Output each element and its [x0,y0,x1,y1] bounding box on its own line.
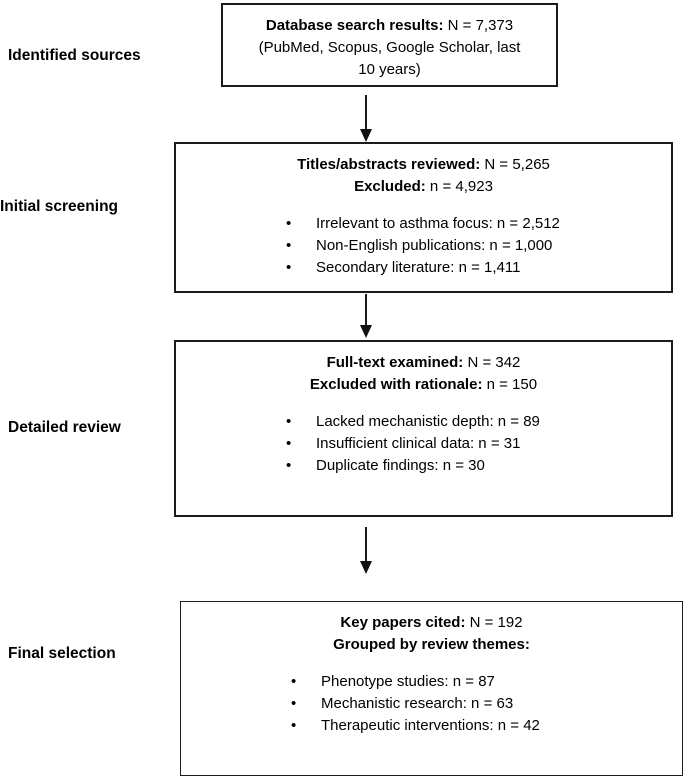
bullet-icon [291,715,321,737]
heading-bold-text: Database search results: [265,17,444,34]
stage-label-detailed-review: Detailed review [8,419,121,436]
arrow-shaft [365,527,367,561]
arrow-head-icon [360,561,372,574]
arrow-shaft [365,294,367,325]
heading-value-text: N = 5,265 [480,156,550,173]
box-heading: Full-text examined: N = 342 Excluded wit… [176,342,671,396]
flow-arrow-down-1 [359,95,373,142]
box-heading: Database search results: N = 7,373 (PubM… [223,5,556,81]
bullet-icon [286,235,316,257]
heading-bold-text: Excluded with rationale: [309,376,483,393]
heading-value-text: N = 192 [465,614,523,631]
stage-label-final-selection: Final selection [8,645,116,662]
bullet-text: Duplicate findings: n = 30 [316,457,485,474]
box-heading: Titles/abstracts reviewed: N = 5,265 Exc… [176,144,671,198]
bullet-text: Lacked mechanistic depth: n = 89 [316,413,540,430]
heading-bold-text: Full-text examined: [326,354,464,371]
box-heading-line: Excluded with rationale: n = 150 [176,374,671,396]
bullet-text: Secondary literature: n = 1,411 [316,259,521,276]
flow-box-final-selection: Key papers cited: N = 192 Grouped by rev… [180,601,683,776]
heading-bold-text: Excluded: [354,178,426,195]
bullet-icon [286,455,316,477]
heading-value-text: n = 4,923 [425,178,493,195]
box-subtitle-line: 10 years) [358,61,421,78]
bullet-item: Duplicate findings: n = 30 [286,455,671,477]
bullet-icon [291,671,321,693]
flow-box-initial-screening: Titles/abstracts reviewed: N = 5,265 Exc… [174,142,673,293]
heading-value-text: N = 7,373 [443,17,514,34]
bullet-item: Mechanistic research: n = 63 [291,693,682,715]
flow-box-detailed-review: Full-text examined: N = 342 Excluded wit… [174,340,673,517]
box-heading-line: Excluded: n = 4,923 [176,176,671,198]
heading-value-text: N = 342 [463,354,521,371]
bullet-item: Lacked mechanistic depth: n = 89 [286,411,671,433]
bullet-text: Irrelevant to asthma focus: n = 2,512 [316,215,560,232]
arrow-head-icon [360,325,372,338]
flow-arrow-down-3 [359,527,373,574]
bullet-item: Insufficient clinical data: n = 31 [286,433,671,455]
heading-bold-text: Key papers cited: [340,614,466,631]
box-subtitle-line: (PubMed, Scopus, Google Scholar, last [258,39,521,56]
stage-label-initial-screening: Initial screening [0,198,119,215]
flow-box-database-search: Database search results: N = 7,373 (PubM… [221,3,558,87]
bullet-item: Secondary literature: n = 1,411 [286,257,671,279]
bullet-icon [286,213,316,235]
bullet-list: Phenotype studies: n = 87 Mechanistic re… [181,671,682,737]
arrow-head-icon [360,129,372,142]
box-heading-line: Database search results: N = 7,373 [223,15,556,37]
bullet-text: Mechanistic research: n = 63 [321,695,514,712]
bullet-list: Irrelevant to asthma focus: n = 2,512 No… [176,213,671,279]
bullet-item: Phenotype studies: n = 87 [291,671,682,693]
bullet-text: Phenotype studies: n = 87 [321,673,495,690]
flow-arrow-down-2 [359,294,373,338]
heading-bold-text: Grouped by review themes: [333,636,530,653]
stage-label-identified-sources: Identified sources [8,47,141,64]
bullet-item: Non-English publications: n = 1,000 [286,235,671,257]
box-heading-line: Titles/abstracts reviewed: N = 5,265 [176,154,671,176]
bullet-text: Non-English publications: n = 1,000 [316,237,553,254]
bullet-item: Therapeutic interventions: n = 42 [291,715,682,737]
box-heading-line: Grouped by review themes: [181,634,682,656]
bullet-list: Lacked mechanistic depth: n = 89 Insuffi… [176,411,671,477]
box-heading-line: Key papers cited: N = 192 [181,612,682,634]
heading-bold-text: Titles/abstracts reviewed: [297,156,481,173]
heading-value-text: n = 150 [482,376,538,393]
bullet-item: Irrelevant to asthma focus: n = 2,512 [286,213,671,235]
bullet-icon [286,257,316,279]
bullet-icon [291,693,321,715]
bullet-icon [286,433,316,455]
bullet-text: Insufficient clinical data: n = 31 [316,435,521,452]
bullet-icon [286,411,316,433]
box-heading: Key papers cited: N = 192 Grouped by rev… [181,602,682,656]
bullet-text: Therapeutic interventions: n = 42 [321,717,540,734]
box-heading-line: Full-text examined: N = 342 [176,352,671,374]
arrow-shaft [365,95,367,129]
